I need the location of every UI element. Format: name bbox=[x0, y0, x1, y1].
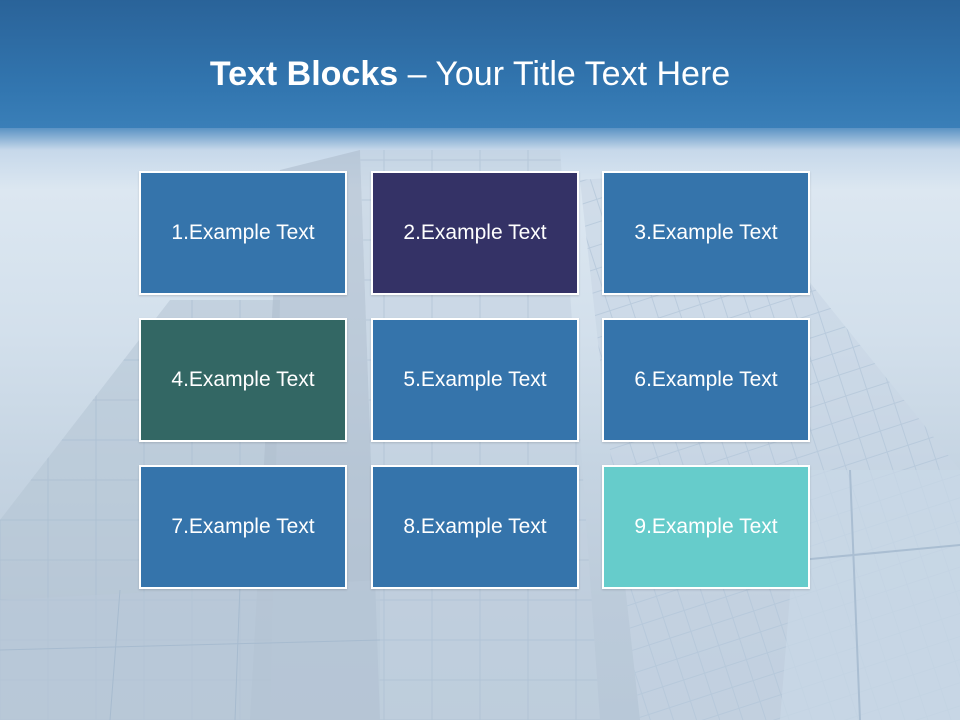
text-block-8[interactable]: 8.Example Text bbox=[371, 465, 579, 589]
text-block-2[interactable]: 2.Example Text bbox=[371, 171, 579, 295]
text-block-label: 3.Example Text bbox=[634, 221, 778, 244]
text-block-5[interactable]: 5.Example Text bbox=[371, 318, 579, 442]
title-bar bbox=[0, 0, 960, 128]
text-block-7[interactable]: 7.Example Text bbox=[139, 465, 347, 589]
title-separator: – bbox=[398, 55, 436, 93]
title-rest: Your Title Text Here bbox=[435, 55, 731, 93]
text-block-4[interactable]: 4.Example Text bbox=[139, 318, 347, 442]
text-block-label: 8.Example Text bbox=[403, 515, 547, 538]
text-block-label: 7.Example Text bbox=[171, 515, 315, 538]
text-block-label: 1.Example Text bbox=[171, 221, 315, 244]
text-block-label: 6.Example Text bbox=[634, 368, 778, 391]
slide-title: Text Blocks – Your Title Text Here bbox=[0, 52, 940, 96]
text-block-label: 4.Example Text bbox=[171, 368, 315, 391]
text-block-3[interactable]: 3.Example Text bbox=[602, 171, 810, 295]
text-block-label: 9.Example Text bbox=[634, 515, 778, 538]
text-block-1[interactable]: 1.Example Text bbox=[139, 171, 347, 295]
title-bold: Text Blocks bbox=[209, 55, 399, 93]
text-block-6[interactable]: 6.Example Text bbox=[602, 318, 810, 442]
text-block-label: 5.Example Text bbox=[403, 368, 547, 391]
text-block-label: 2.Example Text bbox=[403, 221, 547, 244]
text-block-9[interactable]: 9.Example Text bbox=[602, 465, 810, 589]
